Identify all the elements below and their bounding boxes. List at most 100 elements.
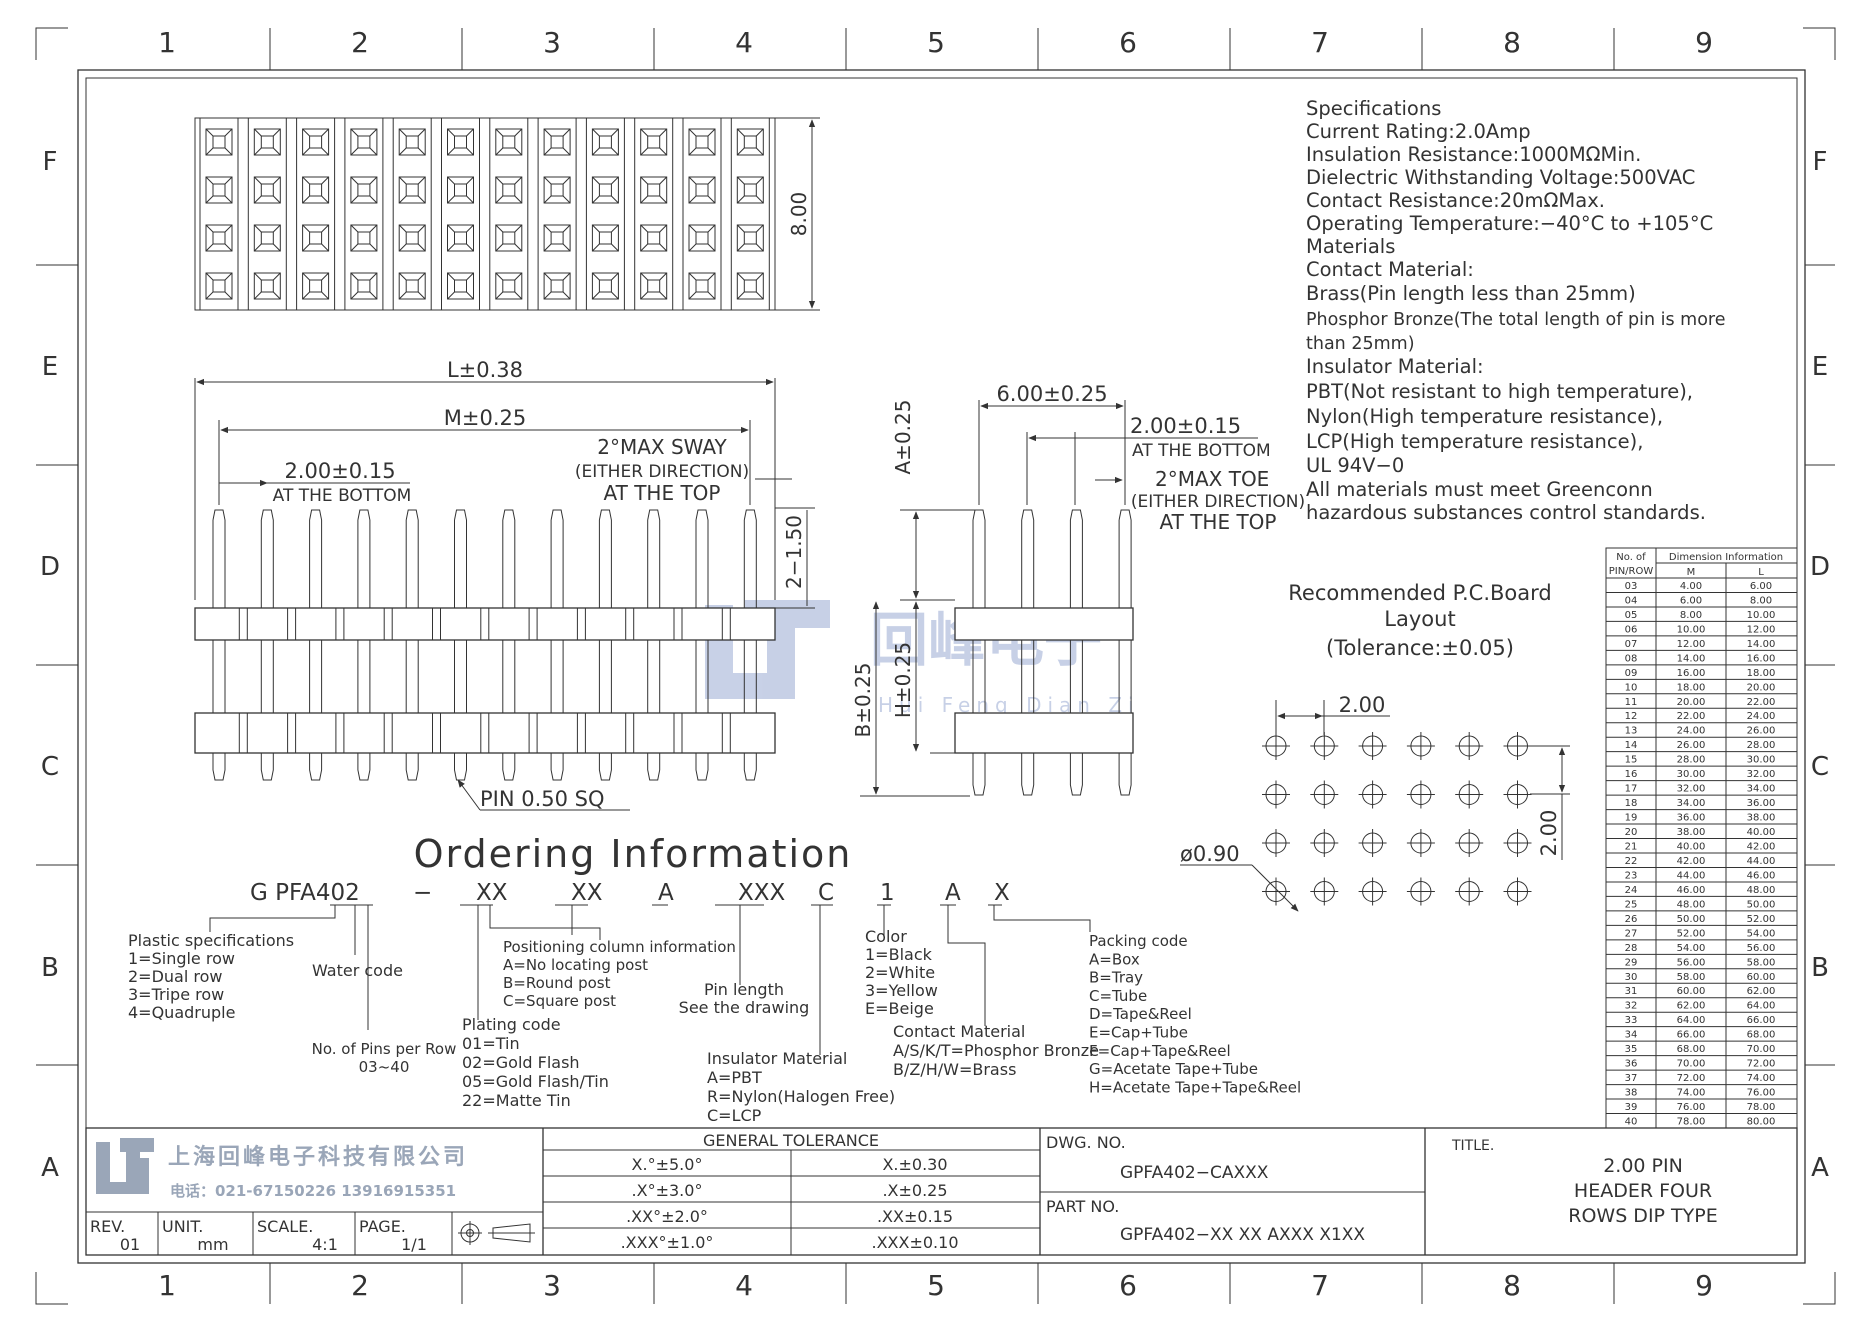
- outer-frame: [77, 69, 1806, 1264]
- table-cell-l: 32.00: [1747, 769, 1776, 780]
- order-packing-4: D=Tape&Reel: [1089, 1005, 1192, 1023]
- front-pin-tail: [695, 753, 709, 781]
- table-cell-pins: 11: [1625, 697, 1638, 708]
- table-cell-l: 64.00: [1747, 1001, 1776, 1012]
- frame-col-top-8: 8: [1503, 26, 1521, 59]
- top-view-column: [296, 117, 336, 311]
- table-cell-m: 38.00: [1677, 827, 1706, 838]
- table-cell-m: 72.00: [1677, 1073, 1706, 1084]
- dim-tail: 2−1.50: [782, 515, 806, 589]
- order-leader-line: [993, 905, 1091, 932]
- order-plating-1: 01=Tin: [462, 1034, 520, 1053]
- front-housing-divider: [287, 608, 297, 753]
- pcb-hole: [1406, 732, 1435, 760]
- order-code-part-6: C: [818, 880, 834, 906]
- top-pin-square: [591, 176, 619, 204]
- table-cell-pins: 14: [1625, 740, 1638, 751]
- table-cell-m: 20.00: [1677, 697, 1706, 708]
- side-pin-top: [1021, 509, 1035, 608]
- order-pins_per_row-1: 03~40: [359, 1058, 410, 1076]
- table-cell-m: 46.00: [1677, 885, 1706, 896]
- table-cell-pins: 21: [1625, 842, 1638, 853]
- order-positioning-3: C=Square post: [503, 992, 616, 1010]
- table-cell-pins: 40: [1625, 1117, 1638, 1128]
- top-pin-square: [398, 128, 426, 156]
- dim-M: M±0.25: [444, 406, 526, 430]
- order-code-part-9: X: [994, 880, 1010, 906]
- spec-line-15: UL 94V−0: [1306, 454, 1404, 477]
- frame-col-bottom-9: 9: [1695, 1269, 1713, 1302]
- table-cell-pins: 06: [1625, 624, 1638, 635]
- table-cell-m: 48.00: [1677, 899, 1706, 910]
- order-packing-0: Packing code: [1089, 932, 1188, 950]
- table-header-pins-2: PIN/ROW: [1609, 566, 1654, 577]
- table-cell-pins: 03: [1625, 581, 1638, 592]
- side-pin-mid: [972, 640, 986, 713]
- top-pin-square: [640, 224, 668, 252]
- table-cell-l: 40.00: [1747, 827, 1776, 838]
- front-pin-top: [260, 509, 274, 608]
- frame-col-top-4: 4: [735, 26, 753, 59]
- front-housing-divider: [721, 608, 731, 753]
- front-pin-top: [743, 509, 757, 608]
- order-pin_length-1: See the drawing: [679, 998, 810, 1017]
- table-cell-l: 80.00: [1747, 1117, 1776, 1128]
- frame-row-left-D: D: [40, 552, 60, 582]
- front-pin-tail: [212, 753, 226, 781]
- rev-value: 01: [120, 1235, 140, 1254]
- table-cell-pins: 31: [1625, 986, 1638, 997]
- spec-line-9: Phosphor Bronze(The total length of pin …: [1306, 310, 1726, 330]
- table-cell-pins: 35: [1625, 1044, 1638, 1055]
- sway-note-2: (EITHER DIRECTION): [575, 462, 749, 482]
- table-cell-l: 34.00: [1747, 784, 1776, 795]
- front-pin-top: [454, 509, 467, 608]
- order-positioning-0: Positioning column information: [503, 938, 736, 956]
- ordering-title: Ordering Information: [414, 832, 853, 876]
- table-cell-l: 72.00: [1747, 1059, 1776, 1070]
- table-cell-m: 54.00: [1677, 943, 1706, 954]
- spec-line-17: hazardous substances control standards.: [1306, 501, 1706, 524]
- front-housing-divider: [238, 608, 248, 753]
- pcb-hole: [1310, 780, 1339, 809]
- table-cell-m: 76.00: [1677, 1102, 1706, 1113]
- table-header-m: M: [1687, 567, 1696, 578]
- side-pin-mid: [1118, 640, 1132, 713]
- table-cell-pins: 24: [1625, 885, 1638, 896]
- table-cell-l: 54.00: [1747, 928, 1776, 939]
- front-pin-mid: [260, 640, 274, 713]
- side-pin-tail: [1021, 753, 1035, 796]
- dim-H: H±0.25: [891, 642, 915, 718]
- top-pin-square: [205, 128, 233, 156]
- table-cell-m: 12.00: [1677, 639, 1706, 650]
- table-cell-pins: 08: [1625, 653, 1638, 664]
- front-pin-top: [647, 509, 661, 608]
- table-cell-l: 48.00: [1747, 885, 1776, 896]
- frame-col-top-2: 2: [351, 26, 369, 59]
- order-pins_per_row-0: No. of Pins per Row: [312, 1040, 457, 1058]
- side-housing-lower: [954, 712, 1134, 754]
- front-pin-top: [212, 509, 226, 608]
- front-pin-mid: [357, 640, 371, 713]
- order-color-3: 3=Yellow: [865, 981, 938, 1000]
- spec-line-4: Contact Resistance:20mΩMax.: [1306, 189, 1605, 212]
- table-cell-l: 70.00: [1747, 1044, 1776, 1055]
- top-view-column: [730, 117, 770, 311]
- frame-col-bottom-5: 5: [927, 1269, 945, 1302]
- tolerance-linear-3: .XXX±0.10: [872, 1233, 959, 1252]
- frame-row-right-A: A: [1811, 1153, 1829, 1183]
- order-packing-2: B=Tray: [1089, 969, 1143, 987]
- pcb-hole: [1358, 829, 1387, 857]
- tolerance-angle-0: X.°±5.0°: [632, 1155, 703, 1174]
- pcb-hole: [1310, 877, 1339, 906]
- table-cell-pins: 36: [1625, 1059, 1638, 1070]
- table-cell-l: 60.00: [1747, 972, 1776, 983]
- order-insulator-1: A=PBT: [707, 1068, 762, 1087]
- side-pin-mid: [1021, 640, 1035, 713]
